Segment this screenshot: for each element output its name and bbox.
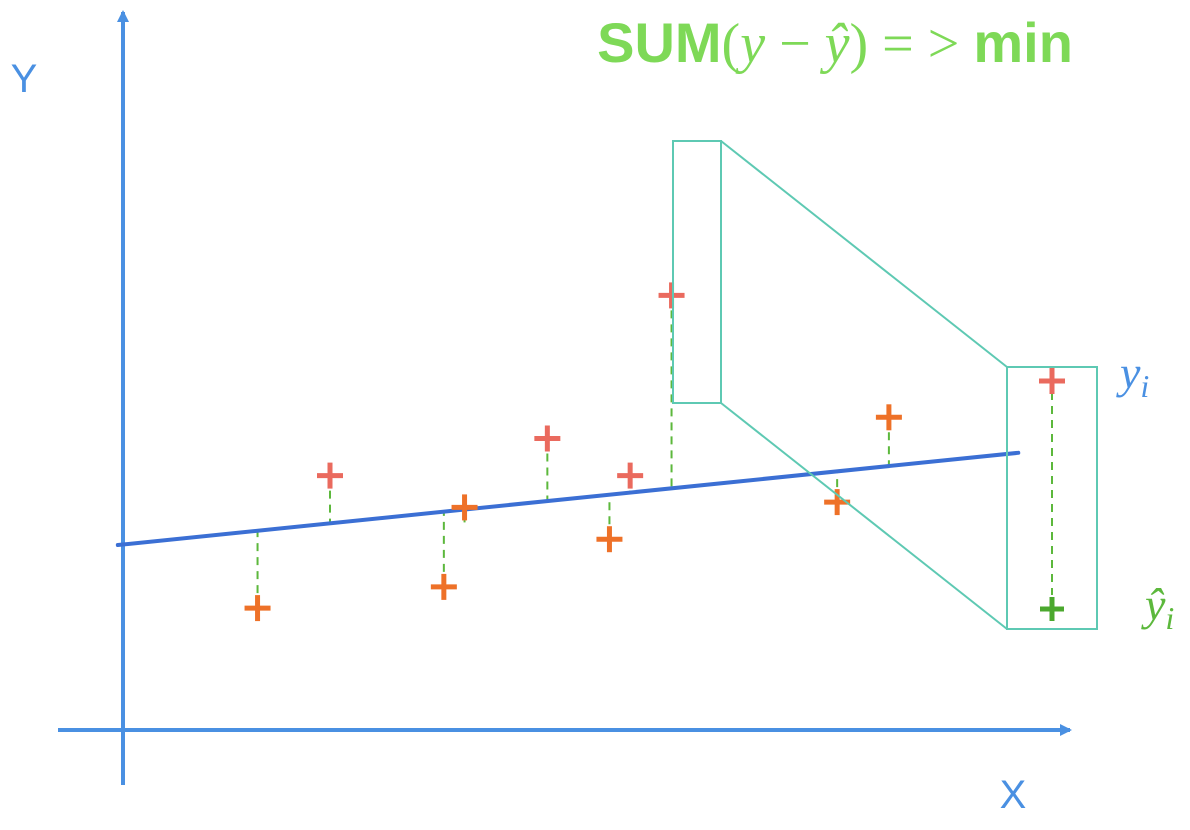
regression-line [115,450,1021,548]
formula-sum: SUM [597,11,721,74]
formula-open-paren: ( [722,13,741,75]
formula-minus: − [765,13,825,75]
predicted-value-label: ŷi [1141,579,1174,636]
predicted-value-label-main: ŷ [1141,579,1166,630]
formula-y: y [735,13,765,75]
data-point [658,282,685,309]
actual-value-label-sub: i [1140,368,1149,404]
actual-value-label: yi [1116,347,1149,404]
data-point [451,494,478,521]
data-point [430,573,457,600]
y-axis-label: Y [11,57,38,101]
formula-y-hat: ŷ [820,13,850,75]
data-point [244,595,271,622]
residual-lines [256,310,890,594]
formula-title: SUM(y − ŷ) = > min [597,11,1073,75]
actual-value-label-main: y [1116,347,1141,398]
zoom-connector-bottom [720,402,1008,630]
data-point [596,526,623,553]
zoom-actual-point [1039,368,1065,394]
data-point [617,462,644,489]
data-point [534,425,561,452]
x-axis-label: X [1000,773,1027,817]
formula-close-paren: ) [850,13,869,75]
zoom-connector-top [720,140,1008,368]
zoom-box [1006,366,1098,630]
predicted-value-label-sub: i [1165,600,1174,636]
data-points [244,282,902,622]
data-point [875,404,902,431]
zoom-predicted-point [1040,597,1064,621]
data-point [317,462,343,489]
formula-arrow: = > [868,13,973,75]
highlight-box [672,140,722,404]
formula-min: min [973,11,1073,74]
